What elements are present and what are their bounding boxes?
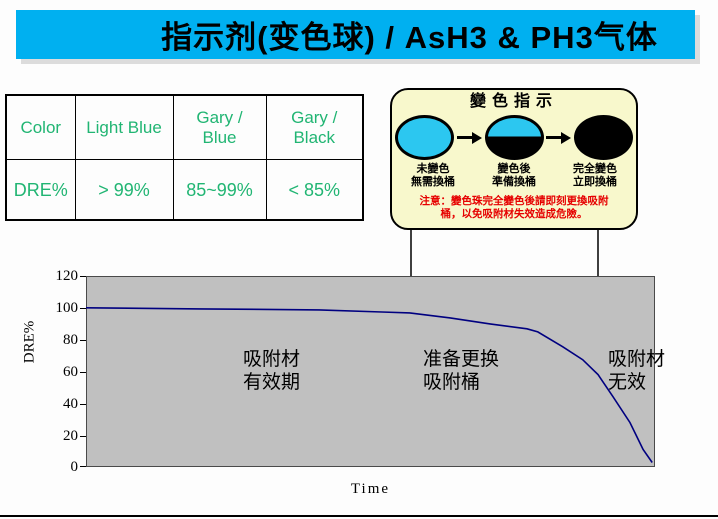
table-cell: Gary / Blue [172, 94, 267, 160]
color-indicator-box: 變色指示 未變色 無需換桶 變色後 準備換桶 完全變色 立即換桶 注意：變色珠完… [390, 88, 638, 230]
table-cell: 85~99% [172, 159, 267, 221]
x-axis-label: Time [350, 481, 391, 497]
table-value-row: DRE% > 99% 85~99% < 85% [5, 159, 364, 221]
y-tick-mark [80, 466, 86, 467]
annotation-ineffective: 吸附材 无效 [608, 348, 665, 394]
stage-label-line: 無需換桶 [411, 176, 455, 188]
cell-line: Light Blue [86, 117, 162, 137]
y-tick-label: 20 [63, 428, 78, 444]
y-tick-label: 60 [63, 364, 78, 380]
bottom-divider [0, 515, 718, 517]
title-bar: 指示剂(变色球) / AsH3 & PH3气体 [16, 10, 695, 59]
indicator-box-title: 變色指示 [469, 93, 558, 110]
dre-curve-svg [85, 307, 653, 463]
cell-line: Blue [202, 127, 237, 147]
y-tick-mark [80, 404, 86, 405]
arrow-right-icon [546, 131, 572, 144]
half-changed-ball-icon [484, 115, 544, 160]
indicator-balls-row [392, 114, 636, 161]
annotation-line: 无效 [608, 372, 647, 393]
stage-label-full: 完全變色 立即換桶 [555, 163, 635, 189]
dre-curve [85, 307, 653, 463]
stage-label-line: 準備換桶 [492, 176, 536, 188]
cell-line: Gary / [196, 107, 243, 127]
y-tick-label: 40 [63, 396, 78, 412]
table-cell: > 99% [74, 159, 174, 221]
annotation-line: 有效期 [243, 372, 301, 393]
unchanged-ball-icon [395, 115, 454, 160]
page-title: 指示剂(变色球) / AsH3 & PH3气体 [161, 20, 658, 55]
y-tick-label: 120 [55, 268, 79, 284]
annotation-prepare-replace: 准备更换 吸附桶 [423, 348, 499, 394]
table-cell: Gary / Black [265, 94, 364, 160]
stage-label-line: 變色後 [497, 163, 531, 175]
stage-label-line: 完全變色 [573, 163, 617, 175]
warning-note: 注意：變色珠完全變色後請即刻更換吸附 桶，以免吸附材失效造成危險。 [420, 195, 609, 221]
arrow-right-icon [456, 131, 482, 144]
table-cell: Light Blue [74, 94, 174, 160]
y-tick-mark [80, 372, 86, 373]
warning-note-line: 注意：變色珠完全變色後請即刻更換吸附 [419, 195, 609, 207]
y-tick-label: 80 [63, 332, 78, 348]
annotation-line: 吸附桶 [423, 372, 481, 393]
stage-label-unchanged: 未變色 無需換桶 [393, 163, 473, 189]
y-tick-mark [80, 276, 86, 277]
table-cell: < 85% [265, 159, 364, 221]
annotation-line: 吸附材 [608, 349, 666, 370]
table-cell: DRE% [5, 159, 76, 221]
cell-line: Gary / [291, 107, 338, 127]
cell-line: Color [20, 117, 62, 137]
y-axis-label: DRE% [21, 320, 38, 364]
stage-label-line: 未變色 [416, 163, 450, 175]
annotation-effective-period: 吸附材 有效期 [243, 348, 300, 394]
table-header-row: Color Light Blue Gary / Blue Gary / Blac… [5, 94, 364, 160]
dre-color-table: Color Light Blue Gary / Blue Gary / Blac… [5, 94, 364, 221]
y-tick-mark [80, 308, 86, 309]
y-tick-label: 100 [55, 300, 79, 316]
chart-plot-area [86, 276, 655, 467]
stage-label-half: 變色後 準備換桶 [474, 163, 554, 189]
cell-line: Black [293, 127, 336, 147]
warning-note-line: 桶，以免吸附材失效造成危險。 [440, 208, 588, 220]
y-tick-label: 0 [70, 459, 79, 475]
y-tick-mark [80, 436, 86, 437]
y-tick-mark [80, 340, 86, 341]
fully-changed-ball-icon [574, 115, 633, 160]
table-cell: Color [5, 94, 76, 160]
stage-label-line: 立即換桶 [573, 176, 617, 188]
annotation-line: 吸附材 [243, 349, 301, 370]
annotation-line: 准备更换 [423, 349, 500, 370]
indicator-labels-row: 未變色 無需換桶 變色後 準備換桶 完全變色 立即換桶 [392, 163, 636, 189]
